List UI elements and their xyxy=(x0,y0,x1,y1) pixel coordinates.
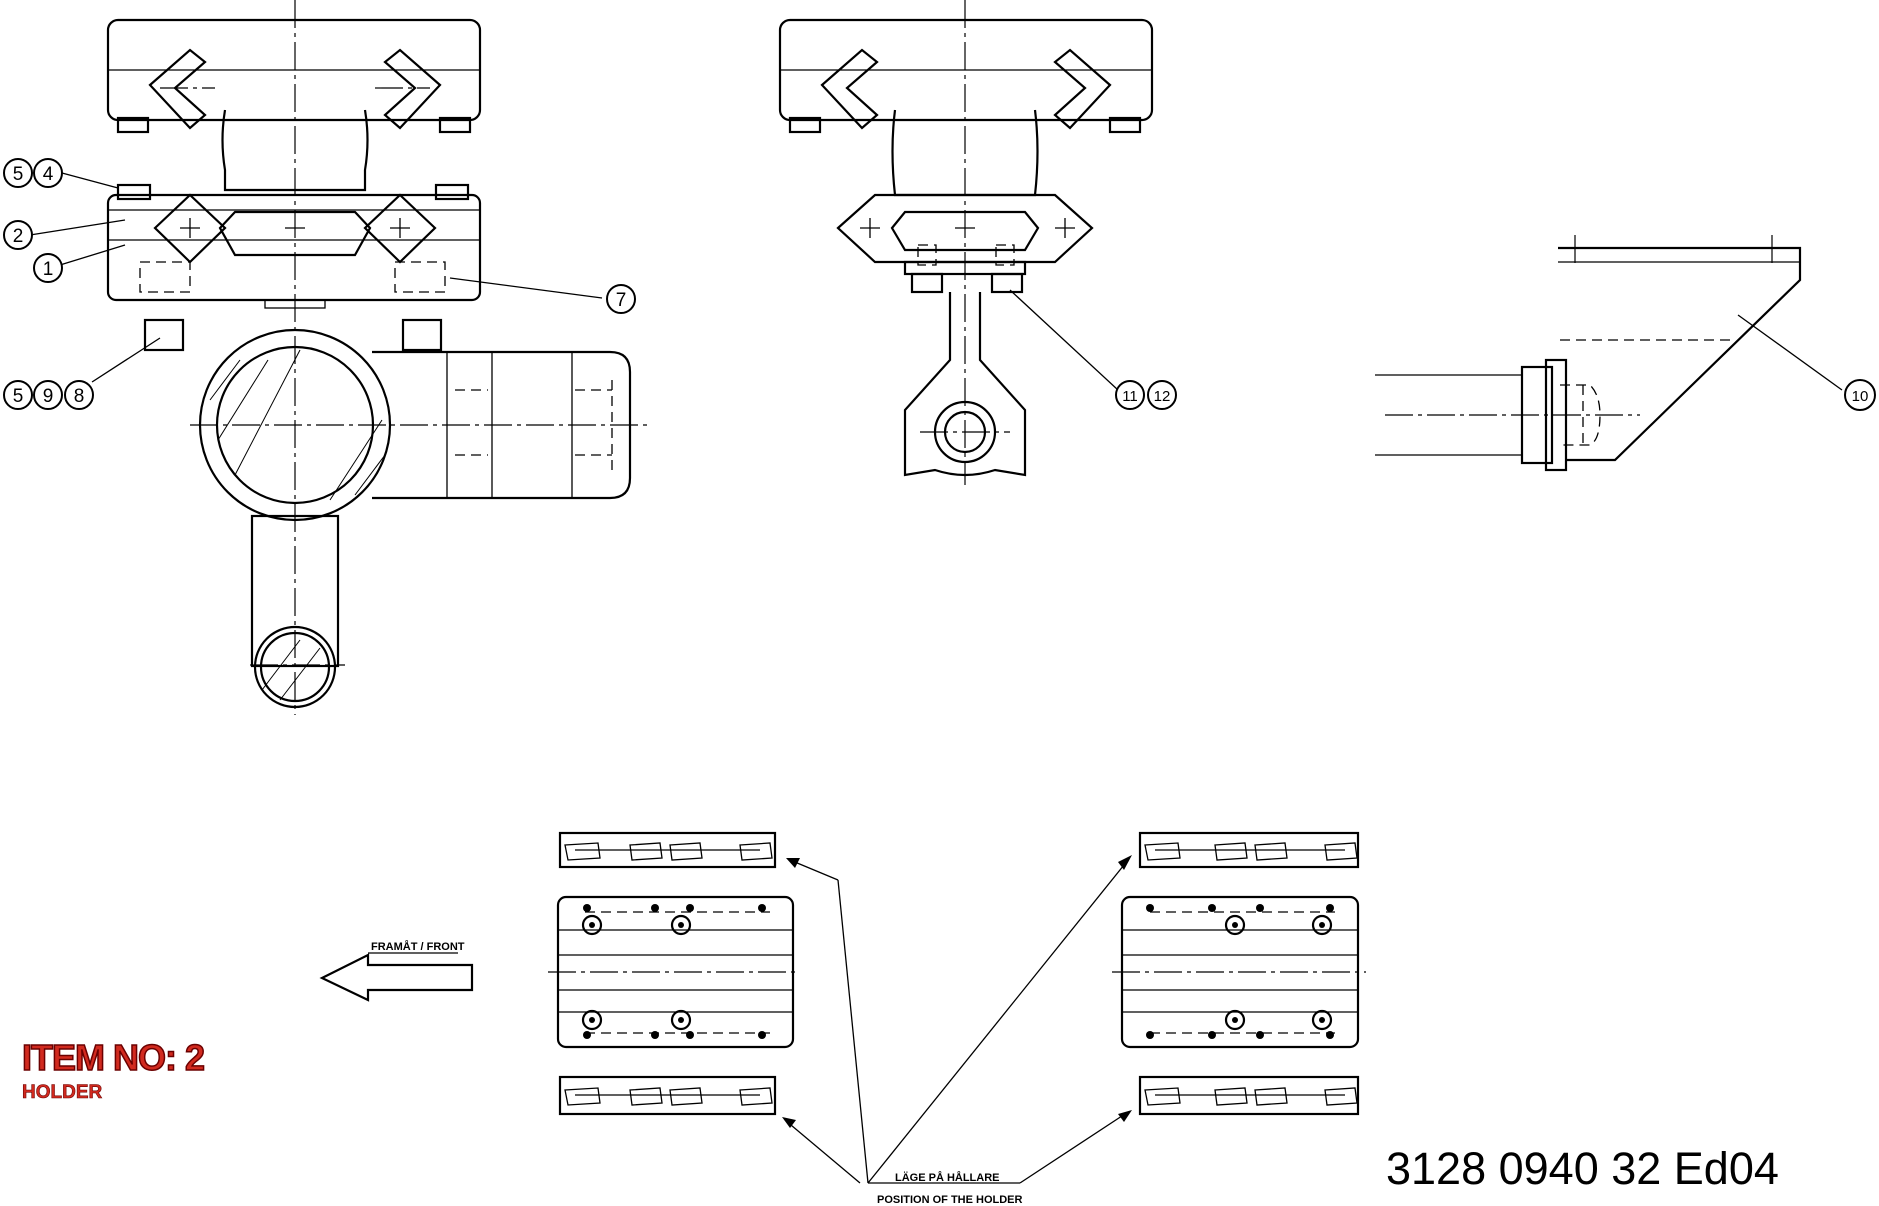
item-title: ITEM NO: 2 xyxy=(21,1037,206,1078)
callout-2: 2 xyxy=(13,226,24,247)
callout-9: 9 xyxy=(43,386,54,407)
top-view: 10 xyxy=(1375,235,1876,472)
callout-12: 12 xyxy=(1154,388,1171,405)
position-label-en: POSITION OF THE HOLDER xyxy=(877,1194,1023,1206)
front-label: FRAMÅT / FRONT xyxy=(371,940,465,953)
callout-5a: 5 xyxy=(13,164,24,185)
callout-7: 7 xyxy=(616,290,627,311)
callout-10: 10 xyxy=(1852,388,1869,405)
holder-layout-right xyxy=(1112,831,1366,1116)
side-view: 11 12 xyxy=(778,0,1177,485)
front-direction-arrow: FRAMÅT / FRONT xyxy=(319,940,474,1002)
document-number: 3128 0940 32 Ed04 xyxy=(1386,1143,1779,1194)
callout-4: 4 xyxy=(43,164,54,185)
tube-wall-hatch xyxy=(209,349,386,501)
position-label-sv: LÄGE PÅ HÅLLARE xyxy=(895,1171,1000,1184)
front-view: 5 4 2 1 7 5 9 8 xyxy=(3,0,650,715)
position-leaders: LÄGE PÅ HÅLLARE POSITION OF THE HOLDER xyxy=(782,855,1132,1206)
item-subtitle: HOLDER xyxy=(22,1082,103,1103)
holder-layout-left xyxy=(548,831,800,1116)
callout-5b: 5 xyxy=(13,386,24,407)
callout-11: 11 xyxy=(1122,388,1138,405)
callout-8: 8 xyxy=(74,386,85,407)
callout-1: 1 xyxy=(43,259,54,280)
